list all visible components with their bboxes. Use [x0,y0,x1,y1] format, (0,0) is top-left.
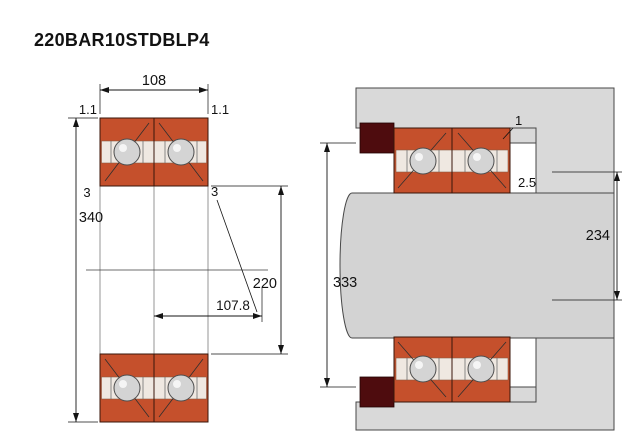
bearing-ball [113,374,141,402]
housing-shoulder-bottom [509,386,537,403]
dim-chamfer-left-label: 1.1 [79,102,97,117]
dim-bore-label: 220 [253,276,277,292]
bearing-section-top-right [393,127,511,194]
dim-shaft-diameter-label: 234 [586,228,610,244]
bearing-section-top [99,117,209,187]
dim-outer-diameter: 3 340 [68,117,103,423]
housing-shoulder-top [509,127,537,144]
dim-fillet-left-label: 3 [83,185,90,200]
dim-shoulder-label: 2.5 [518,175,536,190]
bearing-section-bottom-right [393,336,511,403]
dim-shaft-diameter: 234 [552,171,622,301]
spacer-top [359,122,395,154]
dim-width-label: 108 [142,73,166,89]
bearing-section-bottom [99,353,209,423]
dim-snap-ring: 1 [502,113,522,140]
left-view: 108 1.1 1.1 3 340 3 220 107.8 [68,73,288,423]
dim-shoulder-diameter: 333 [320,142,357,388]
dim-shoulder-diameter-label: 333 [333,275,357,291]
leader-line [216,199,258,313]
shaft [339,192,615,339]
spacer-bottom [359,376,395,408]
dim-od-label: 340 [79,210,103,226]
drawing-title: 220BAR10STDBLP4 [34,30,210,50]
dim-chamfer-right-label: 1.1 [211,102,229,117]
bearing-ball [113,138,141,166]
bearing-ball [167,138,195,166]
right-view: 1 2.5 333 234 [320,87,622,431]
dim-overall-width: 108 [99,73,209,114]
dim-center-distance: 107.8 [154,288,263,322]
bearing-ball [467,147,495,175]
bearing-ball [409,147,437,175]
dim-bore-diameter: 220 [211,185,288,355]
bearing-ball [167,374,195,402]
dim-snap-ring-label: 1 [515,113,522,128]
leader-line [502,127,514,140]
bearing-ball [467,355,495,383]
dim-fillet-right: 3 [211,184,258,313]
dim-fillet-right-label: 3 [211,184,218,199]
dim-center-distance-label: 107.8 [216,298,250,313]
bearing-ball [409,355,437,383]
